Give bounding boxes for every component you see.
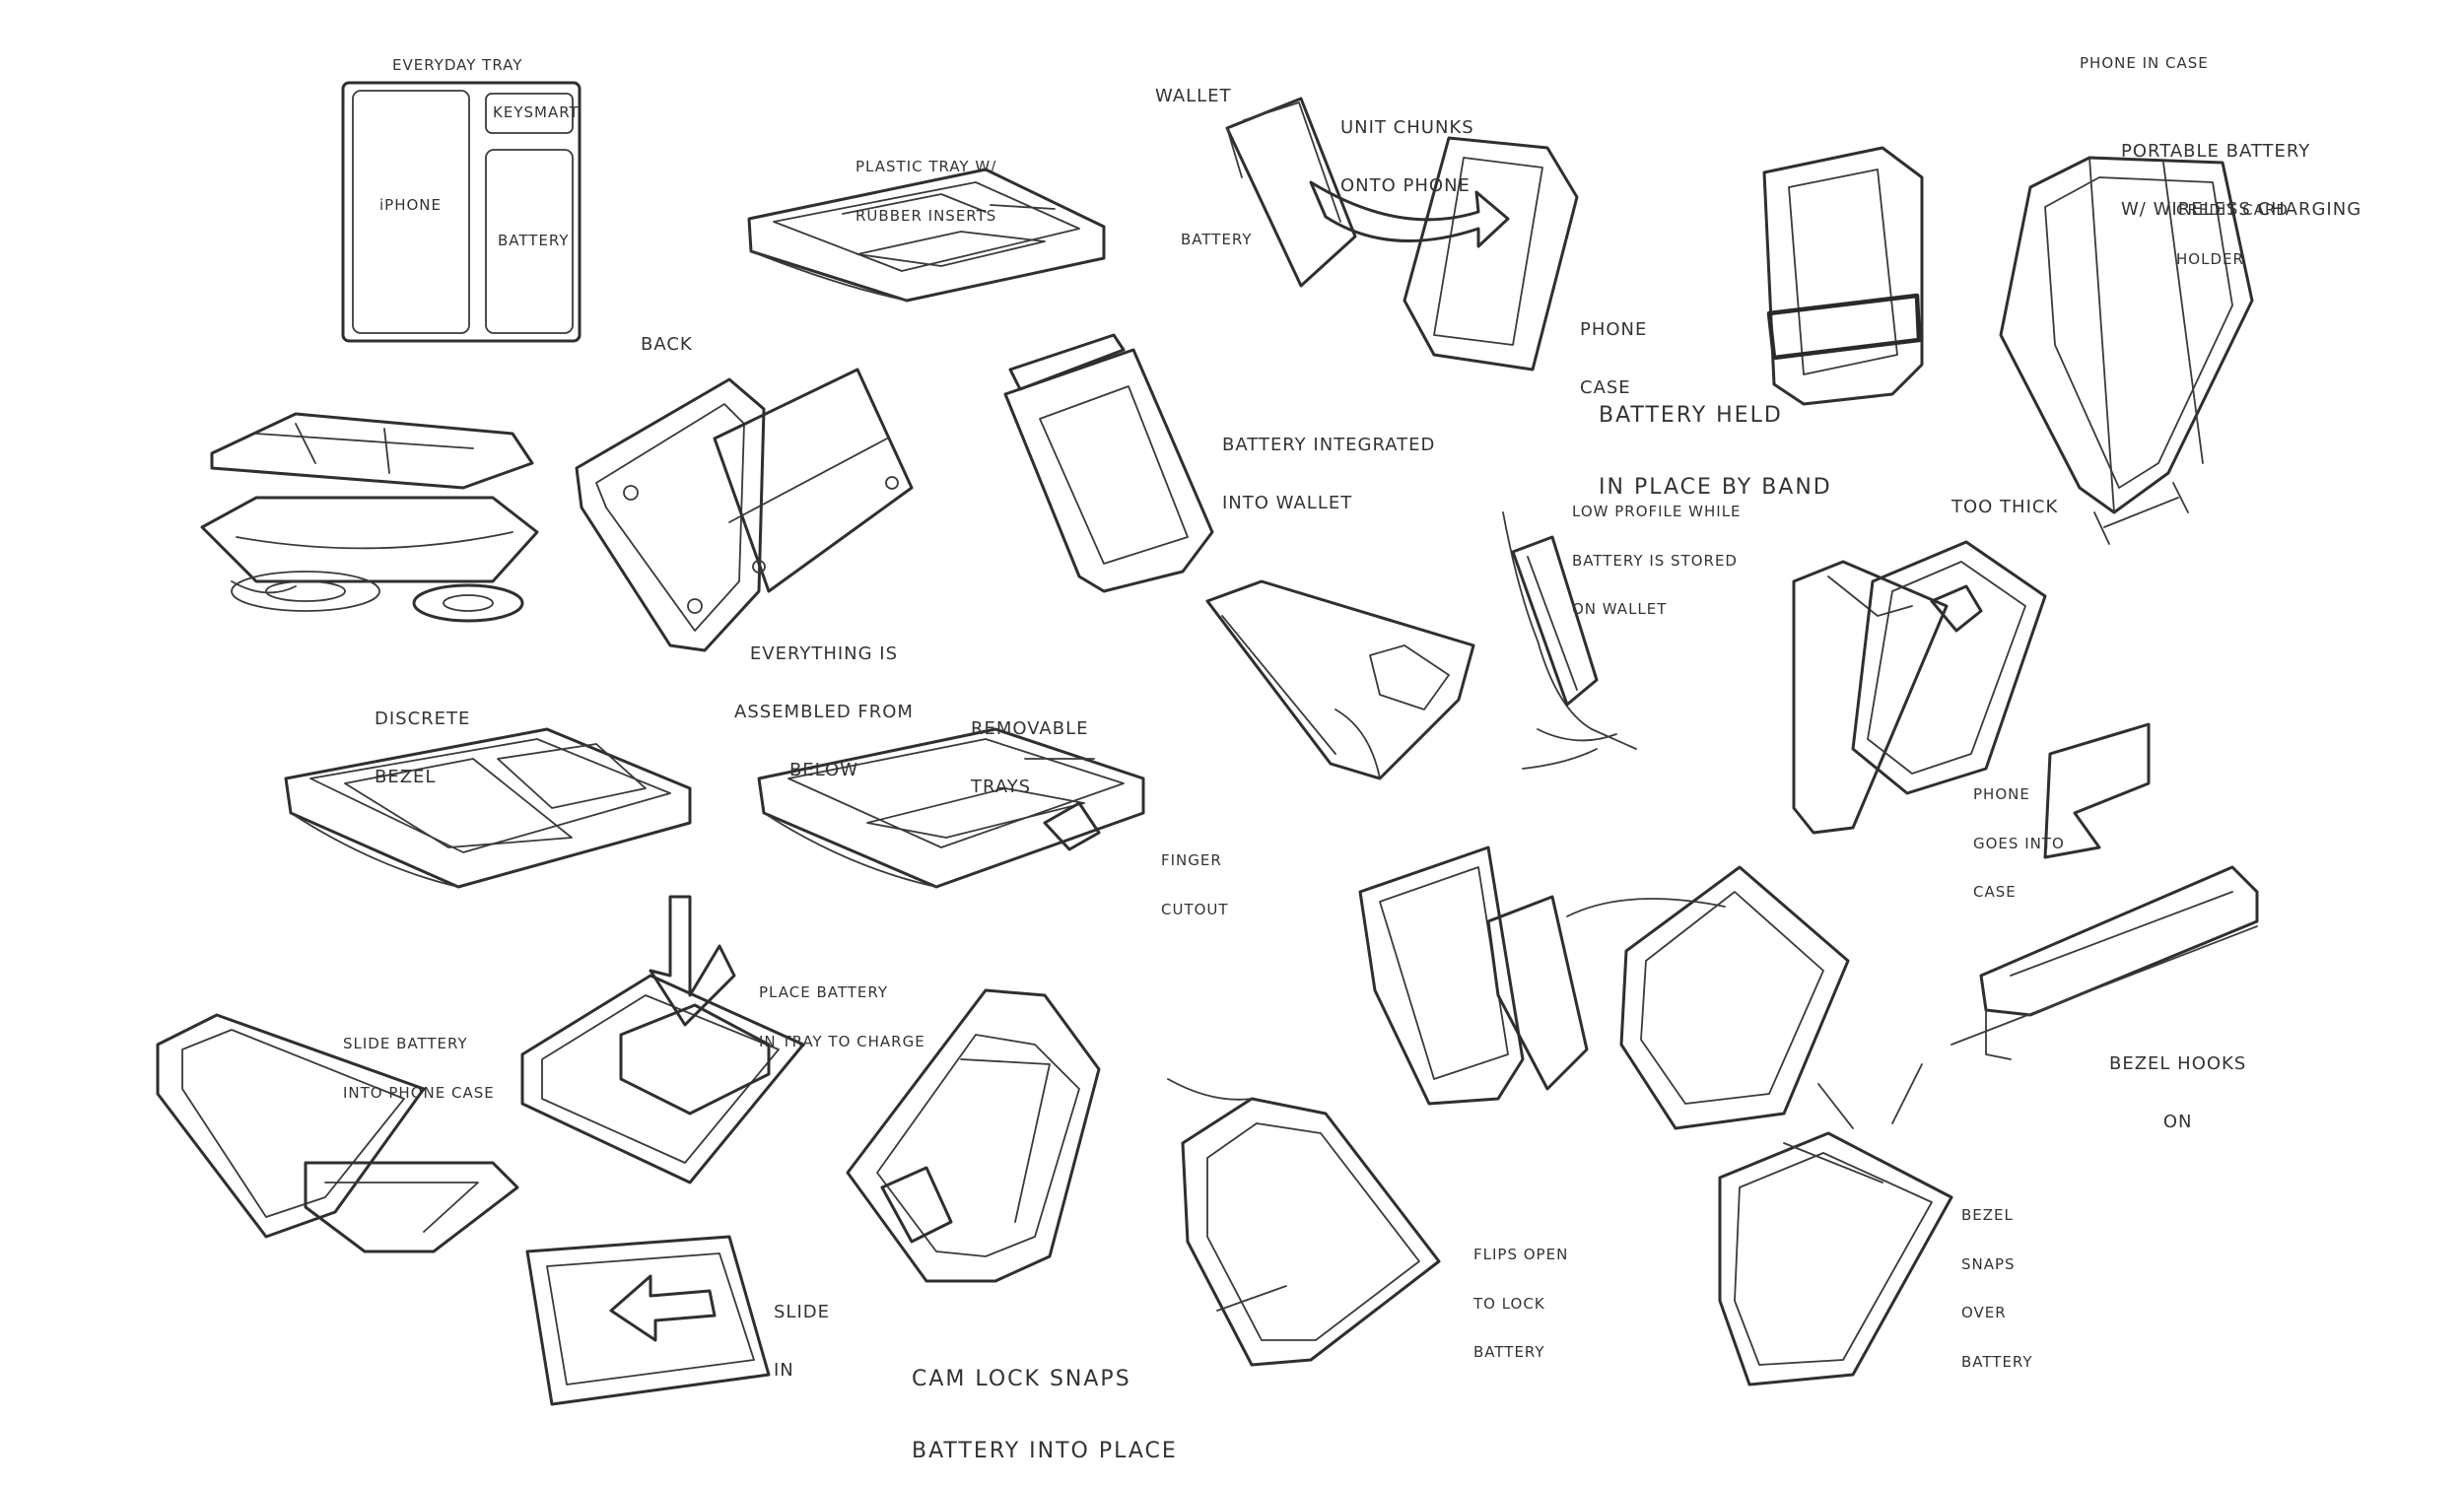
removable-trays-label: REMOVABLE TRAYS	[971, 680, 1089, 817]
phone-goes-into-case-label: PHONE GOES INTO CASE	[1973, 754, 2065, 916]
back-label: BACK	[641, 334, 693, 355]
plastic-tray-label: PLASTIC TRAY W/ RUBBER INSERTS	[856, 126, 996, 240]
everyday-tray-plan-sketch	[341, 81, 582, 343]
low-profile-label: LOW PROFILE WHILE BATTERY IS STORED ON W…	[1572, 471, 1742, 634]
battery-wallet-sketch	[1003, 333, 1214, 593]
slide-in-line-1: SLIDE	[774, 1301, 830, 1322]
bezel-snaps-line-2: SNAPS	[1961, 1254, 2016, 1273]
case-flip-sequence-sketch	[1358, 845, 1850, 1130]
cam-lock-line-2: BATTERY INTO PLACE	[912, 1438, 1178, 1463]
phone-goes-line-3: CASE	[1973, 883, 2017, 901]
unit-chunks-line-2: ONTO PHONE	[1340, 174, 1471, 196]
slide-battery-line-2: INTO PHONE CASE	[343, 1083, 495, 1102]
slide-in-line-2: IN	[774, 1359, 794, 1381]
place-battery-tray-sketch	[520, 895, 805, 1184]
bezel-snaps-line-4: BATTERY	[1961, 1352, 2033, 1371]
low-profile-line-3: ON WALLET	[1572, 600, 1668, 618]
assembled-line-2: ASSEMBLED FROM	[734, 701, 914, 722]
credit-card-line-2: HOLDER	[2176, 249, 2244, 268]
finger-cutout-label: FINGER CUTOUT	[1161, 820, 1229, 934]
cam-lock-line-1: CAM LOCK SNAPS	[912, 1367, 1131, 1392]
bezel-hooks-label: BEZEL HOOKS ON	[2109, 1015, 2246, 1152]
assembled-line-1: EVERYTHING IS	[749, 642, 899, 664]
flips-open-line-3: BATTERY	[1473, 1343, 1545, 1361]
wallet-battery-chunk-sketch	[1225, 97, 1579, 372]
slide-battery-label: SLIDE BATTERY INTO PHONE CASE	[343, 1003, 495, 1117]
bezel-hook-profile-sketch	[1951, 722, 2259, 1060]
portable-battery-label: PORTABLE BATTERY W/ WIRELESS CHARGING	[2121, 102, 2361, 239]
battery-integrated-line-1: BATTERY INTEGRATED	[1222, 434, 1436, 455]
phone-into-case-sketch	[1792, 540, 2047, 835]
everyday-tray-title: EVERYDAY TRAY	[392, 56, 523, 74]
phone-goes-line-1: PHONE	[1973, 785, 2030, 803]
portable-battery-line-1: PORTABLE BATTERY	[2121, 140, 2311, 162]
flip-lock-sketch	[1167, 1078, 1441, 1367]
keysmart-label: KEYSMART	[493, 103, 580, 121]
bezel-hooks-line-1: BEZEL HOOKS	[2109, 1052, 2247, 1074]
phone-case-line-2: CASE	[1580, 376, 1631, 398]
band-line-1: BATTERY HELD	[1599, 403, 1783, 429]
cam-lock-label: CAM LOCK SNAPS BATTERY INTO PLACE	[912, 1320, 1178, 1487]
bezel-snaps-line-3: OVER	[1961, 1304, 2007, 1321]
credit-card-label: CREDIT CARD HOLDER	[2176, 169, 2289, 284]
exploded-tray-assembly-sketch	[200, 412, 539, 623]
bezel-snaps-line-1: BEZEL	[1961, 1206, 2014, 1224]
bezel-snaps-label: BEZEL SNAPS OVER BATTERY	[1961, 1175, 2033, 1386]
battery-slot-label: BATTERY	[498, 232, 570, 249]
slide-battery-line-1: SLIDE BATTERY	[343, 1035, 468, 1052]
bezel-snap-battery-sketch	[1718, 1063, 1953, 1386]
unit-chunks-label: UNIT CHUNKS ONTO PHONE	[1340, 79, 1474, 216]
thick-phone-case-sketch	[1999, 156, 2254, 545]
unit-chunks-line-1: UNIT CHUNKS	[1340, 116, 1474, 138]
discrete-bezel-line-2: BEZEL	[375, 766, 437, 787]
slide-in-battery-sketch	[525, 1235, 771, 1406]
cam-lock-sketch	[846, 988, 1101, 1283]
discrete-bezel-tray-sketch	[284, 727, 692, 889]
concept-sketch-sheet: EVERYDAY TRAY KEYSMART iPHONE BATTERY PL…	[156, 54, 2361, 1463]
slide-battery-case-sketch	[156, 1013, 519, 1253]
battery-band-sketch	[1762, 146, 1924, 406]
removable-trays-line-2: TRAYS	[971, 776, 1032, 797]
wallet-label: WALLET	[1155, 86, 1232, 106]
folding-wallet-sketch	[1205, 579, 1475, 780]
bezel-hooks-line-2: ON	[2162, 1111, 2193, 1132]
iphone-label: iPHONE	[379, 196, 442, 214]
discrete-bezel-line-1: DISCRETE	[375, 708, 471, 729]
low-profile-line-2: BATTERY IS STORED	[1572, 551, 1738, 570]
portable-battery-line-2: W/ WIRELESS CHARGING	[2121, 198, 2362, 220]
slide-in-label: SLIDE IN	[774, 1263, 830, 1400]
place-battery-line-1: PLACE BATTERY	[759, 983, 889, 1001]
flips-open-line-2: TO LOCK	[1473, 1294, 1545, 1313]
battery-integrated-label: BATTERY INTEGRATED INTO WALLET	[1222, 396, 1435, 533]
phone-case-label: PHONE CASE	[1580, 281, 1647, 418]
too-thick-label: TOO THICK	[1951, 497, 2059, 517]
removable-trays-line-1: REMOVABLE	[971, 717, 1089, 739]
flips-open-label: FLIPS OPEN TO LOCK BATTERY	[1473, 1214, 1568, 1377]
finger-cutout-line-1: FINGER	[1161, 851, 1222, 869]
band-line-2: IN PLACE BY BAND	[1599, 474, 1832, 500]
place-battery-line-2: IN TRAY TO CHARGE	[759, 1032, 925, 1050]
plastic-tray-line-1: PLASTIC TRAY W/	[856, 158, 997, 175]
hand-holding-wallet-sketch	[1502, 511, 1637, 770]
plastic-tray-sketch	[747, 168, 1106, 303]
assembled-label: EVERYTHING IS ASSEMBLED FROM BELOW	[734, 605, 914, 800]
battery-side-label: BATTERY	[1181, 231, 1253, 248]
phone-in-case-label: PHONE IN CASE	[2080, 54, 2209, 72]
phone-case-line-1: PHONE	[1580, 318, 1648, 340]
finger-cutout-line-2: CUTOUT	[1161, 900, 1229, 918]
plastic-tray-line-2: RUBBER INSERTS	[856, 206, 997, 225]
band-label: BATTERY HELD IN PLACE BY BAND	[1599, 357, 1832, 523]
sketch-drawing	[156, 81, 2259, 1406]
low-profile-line-1: LOW PROFILE WHILE	[1572, 503, 1742, 520]
credit-card-line-1: CREDIT CARD	[2176, 201, 2289, 219]
place-battery-label: PLACE BATTERY IN TRAY TO CHARGE	[759, 952, 925, 1066]
phone-goes-line-2: GOES INTO	[1973, 834, 2065, 852]
battery-integrated-line-2: INTO WALLET	[1222, 492, 1353, 513]
removable-trays-sketch	[757, 727, 1145, 889]
flips-open-line-1: FLIPS OPEN	[1473, 1246, 1569, 1263]
back-assembly-sketch	[575, 368, 914, 652]
assembled-line-3: BELOW	[788, 760, 859, 781]
discrete-bezel-label: DISCRETE BEZEL	[375, 670, 470, 807]
